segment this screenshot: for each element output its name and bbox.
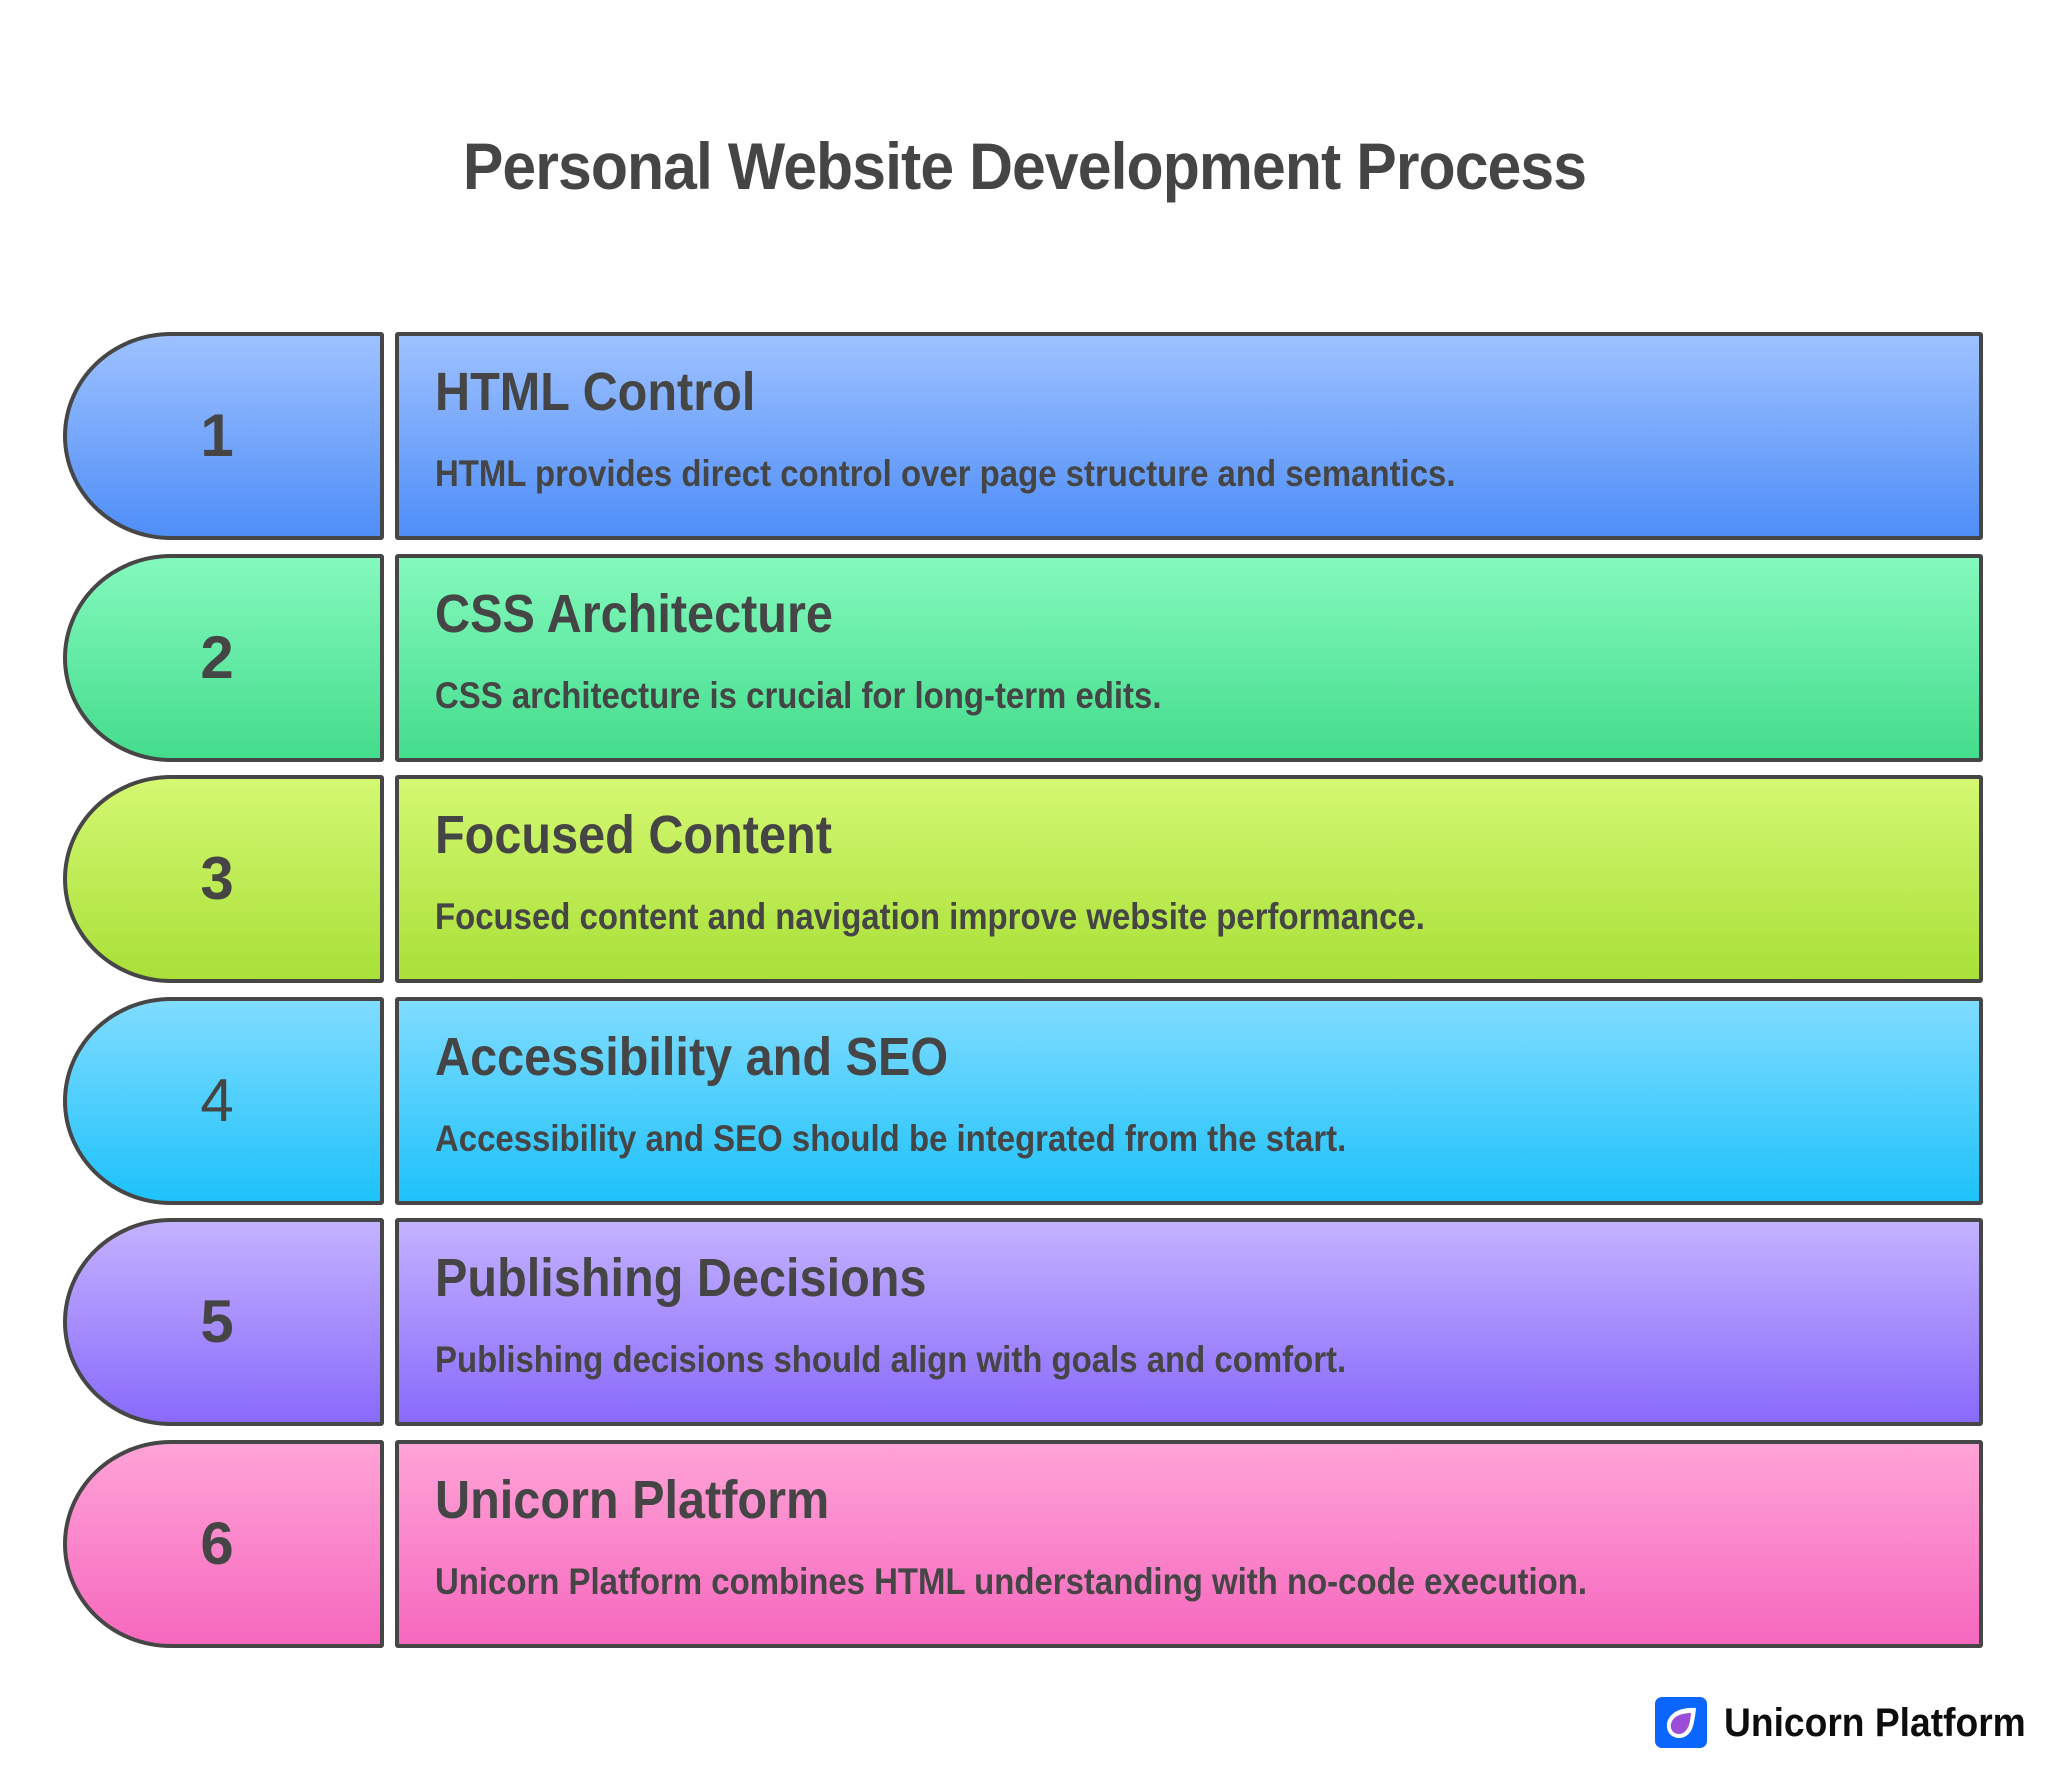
brand-name: Unicorn Platform [1724,1701,2026,1745]
page-title-text: Personal Website Development Process [462,129,1586,203]
step-content-box: Accessibility and SEO Accessibility and … [395,996,1983,1205]
step-number: 1 [200,402,234,469]
step-row: 2 CSS Architecture CSS architecture is c… [0,553,2048,762]
step-row: 4 Accessibility and SEO Accessibility an… [0,996,2048,1205]
step-content-box: Focused Content Focused content and navi… [395,775,1983,983]
step-description: Focused content and navigation improve w… [435,896,1425,937]
step-row: 5 Publishing Decisions Publishing decisi… [0,1218,2048,1426]
step-row: 3 Focused Content Focused content and na… [0,775,2048,983]
step-number: 6 [200,1510,234,1577]
step-number-tab: 1 [63,332,384,540]
step-number-tab: 4 [63,996,384,1205]
step-number: 5 [200,1288,234,1355]
step-description: Publishing decisions should align with g… [435,1339,1347,1380]
step-description: Unicorn Platform combines HTML understan… [435,1561,1588,1602]
step-row: 1 HTML Control HTML provides direct cont… [0,332,2048,540]
step-number-tab: 2 [63,553,384,762]
step-description: Accessibility and SEO should be integrat… [435,1117,1347,1159]
step-title: HTML Control [435,362,756,422]
step-title: Publishing Decisions [435,1248,927,1308]
step-content-box: Publishing Decisions Publishing decision… [395,1218,1983,1426]
step-content-box: HTML Control HTML provides direct contro… [395,332,1983,540]
step-content-box: Unicorn Platform Unicorn Platform combin… [395,1440,1983,1648]
step-description: CSS architecture is crucial for long-ter… [435,674,1162,716]
step-number-tab: 5 [63,1218,384,1426]
step-number: 2 [200,623,234,691]
step-title: Accessibility and SEO [435,1026,949,1087]
step-number-tab: 3 [63,775,384,983]
step-title: Focused Content [435,805,832,865]
step-number: 4 [200,1066,234,1134]
step-number: 3 [200,845,234,912]
unicorn-droplet-icon [1655,1697,1707,1748]
step-title: CSS Architecture [435,583,833,644]
step-title: Unicorn Platform [435,1470,830,1530]
step-number-tab: 6 [63,1440,384,1648]
page-title: Personal Website Development Process [0,128,2048,204]
step-row: 6 Unicorn Platform Unicorn Platform comb… [0,1440,2048,1648]
step-content-box: CSS Architecture CSS architecture is cru… [395,553,1983,762]
step-description: HTML provides direct control over page s… [435,453,1456,494]
